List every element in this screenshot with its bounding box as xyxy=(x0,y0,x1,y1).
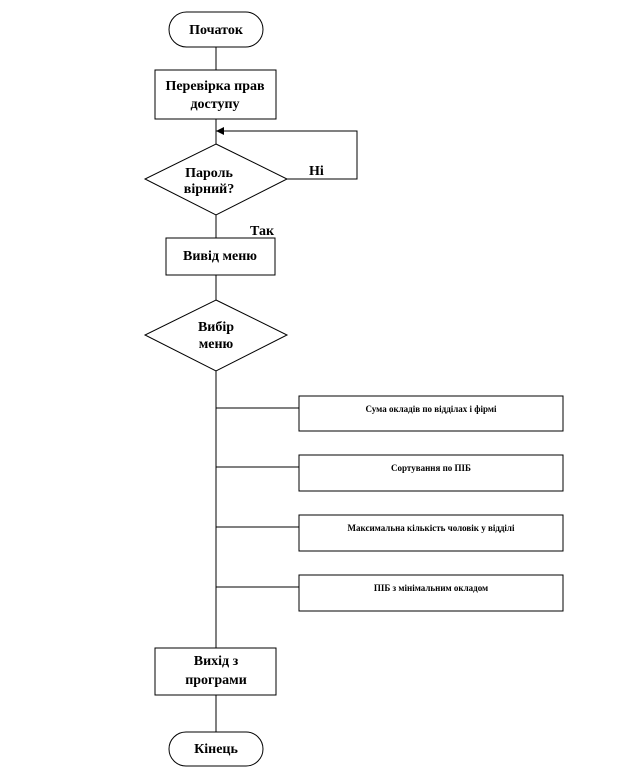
end-terminator: Кінець xyxy=(168,731,264,767)
loop-arrowhead xyxy=(216,127,224,135)
access-check-label-line2: доступу xyxy=(190,97,239,112)
password-decision: Пароль вірний? xyxy=(143,143,289,216)
password-decision-label-line2: вірний? xyxy=(184,182,234,197)
access-check-process: Перевірка прав доступу xyxy=(154,69,277,120)
option-box-1: Сума окладів по відділах і фірмі xyxy=(298,395,564,432)
end-label: Кінець xyxy=(194,742,238,757)
option-box-3: Максимальна кількість чоловік у відділі xyxy=(298,514,564,552)
option-2-label: Сортування по ПІБ xyxy=(391,463,471,473)
yes-branch-label: Так xyxy=(250,224,275,239)
menu-output-process: Вивід меню xyxy=(165,237,276,276)
menu-output-label: Вивід меню xyxy=(183,249,257,264)
start-label: Початок xyxy=(189,23,244,38)
exit-label-line1: Вихід з xyxy=(194,654,239,669)
option-box-2: Сортування по ПІБ xyxy=(298,454,564,492)
option-4-label: ПІБ з мінімальним окладом xyxy=(374,583,488,593)
menu-choice-label-line2: меню xyxy=(199,337,234,352)
no-branch-label: Ні xyxy=(309,164,324,179)
option-3-label: Максимальна кількість чоловік у відділі xyxy=(348,523,515,533)
connector-lines xyxy=(215,47,358,732)
menu-choice-label-line1: Вибір xyxy=(198,320,234,335)
option-1-label: Сума окладів по відділах і фірмі xyxy=(365,404,497,414)
exit-program-process: Вихід з програми xyxy=(154,647,277,696)
exit-label-line2: програми xyxy=(185,673,247,688)
access-check-label-line1: Перевірка прав xyxy=(165,79,265,94)
password-decision-label-line1: Пароль xyxy=(185,166,233,181)
option-box-4: ПІБ з мінімальним окладом xyxy=(298,574,564,612)
start-terminator: Початок xyxy=(168,11,264,48)
loop-no-path xyxy=(216,130,358,180)
menu-choice-decision: Вибір меню xyxy=(143,299,289,372)
